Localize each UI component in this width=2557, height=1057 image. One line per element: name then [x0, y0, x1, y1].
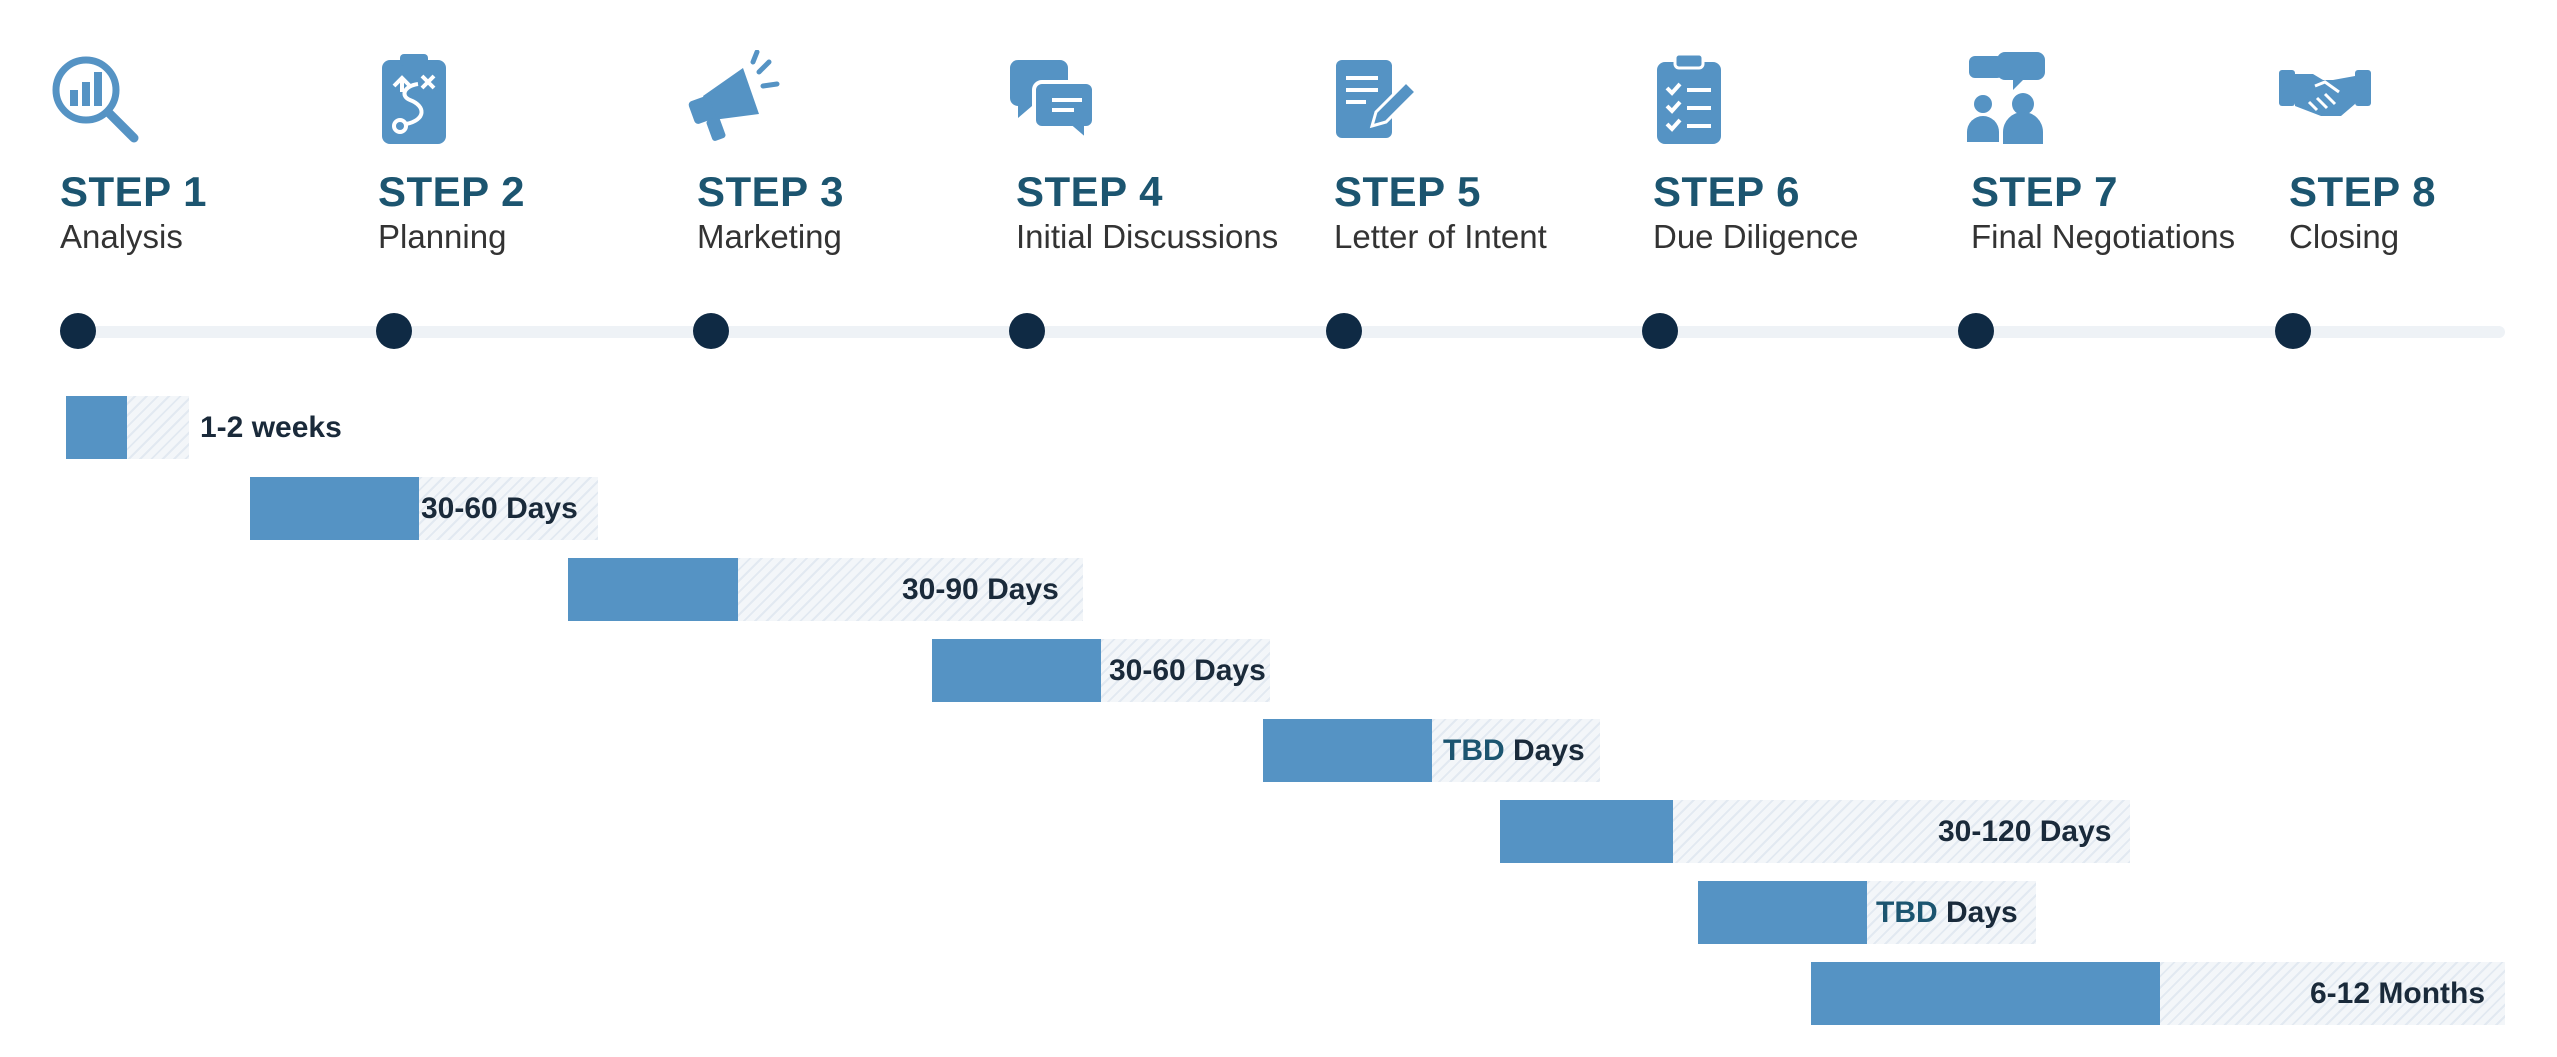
- step-name: Marketing: [697, 218, 842, 255]
- timeline-dot: [60, 313, 96, 349]
- step-name: Planning: [378, 218, 507, 255]
- step-name: Analysis: [60, 218, 183, 255]
- duration-min-bar: [1263, 719, 1432, 782]
- step-number: STEP 8: [2289, 168, 2436, 215]
- duration-min-bar: [1698, 881, 1867, 944]
- timeline-dot: [693, 313, 729, 349]
- duration-label: 30-90 Days: [902, 573, 1059, 606]
- step-number: STEP 3: [697, 168, 844, 215]
- timeline-line: [60, 326, 2505, 338]
- timeline-dot: [1009, 313, 1045, 349]
- document-pen-icon: [1320, 50, 1420, 150]
- step-number: STEP 4: [1016, 168, 1163, 215]
- duration-min-bar: [1500, 800, 1673, 863]
- step-number: STEP 6: [1653, 168, 1800, 215]
- duration-label: 6-12 Months: [2310, 977, 2486, 1010]
- duration-label: 30-60 Days: [1109, 654, 1266, 687]
- magnifier-chart-icon: [46, 50, 146, 150]
- duration-label: TBD Days: [1876, 896, 2018, 929]
- step-name: Letter of Intent: [1334, 218, 1547, 255]
- duration-min-bar: [66, 396, 127, 459]
- handshake-icon: [2275, 50, 2375, 150]
- step-number: STEP 2: [378, 168, 525, 215]
- timeline-dot: [1958, 313, 1994, 349]
- duration-label: 1-2 weeks: [200, 411, 342, 444]
- step-name: Closing: [2289, 218, 2400, 255]
- timeline-dot: [1642, 313, 1678, 349]
- checklist-clipboard-icon: [1639, 50, 1739, 150]
- timeline-dot: [376, 313, 412, 349]
- duration-label: 30-120 Days: [1938, 815, 2112, 848]
- step-number: STEP 1: [60, 168, 207, 215]
- step-name: Due Diligence: [1653, 218, 1859, 255]
- step-name: Initial Discussions: [1016, 218, 1279, 255]
- timeline-dot: [2275, 313, 2311, 349]
- duration-min-bar: [1811, 962, 2160, 1025]
- duration-min-bar: [568, 558, 738, 621]
- duration-min-bar: [250, 477, 419, 540]
- timeline-dot: [1326, 313, 1362, 349]
- megaphone-icon: [683, 50, 783, 150]
- step-name: Final Negotiations: [1971, 218, 2236, 255]
- duration-min-bar: [932, 639, 1101, 702]
- duration-label: TBD Days: [1443, 734, 1585, 767]
- people-talking-icon: [1957, 50, 2057, 150]
- step-number: STEP 5: [1334, 168, 1481, 215]
- chat-bubbles-icon: [1002, 50, 1102, 150]
- strategy-clipboard-icon: [364, 50, 464, 150]
- duration-label: 30-60 Days: [421, 492, 578, 525]
- step-number: STEP 7: [1971, 168, 2118, 215]
